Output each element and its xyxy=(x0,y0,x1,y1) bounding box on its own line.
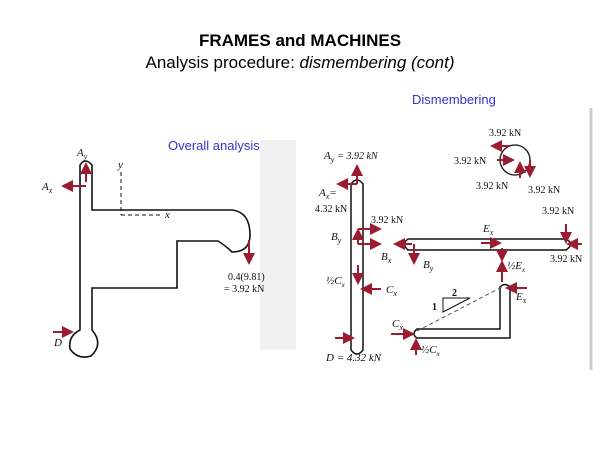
subtitle-italic: dismembering (cont) xyxy=(299,53,455,72)
by-left-label: By xyxy=(331,231,342,245)
ex-top-label: Ex xyxy=(482,223,494,237)
b-force-label: 3.92 kN xyxy=(371,215,403,226)
right-bottom-label: 3.92 kN xyxy=(550,254,582,265)
slope-run-label: 2 xyxy=(452,288,457,299)
by-right-label: By xyxy=(423,259,434,273)
cx-bottom-label: Cx xyxy=(392,318,403,332)
slide-subtitle: Analysis procedure: dismembering (cont) xyxy=(0,53,600,73)
ax-eq-label: Ax= xyxy=(318,187,337,201)
right-top-label: 3.92 kN xyxy=(542,206,574,217)
pulley-bottom-label: 3.92 kN xyxy=(476,181,508,192)
half-ex-label: ½Ex xyxy=(507,260,526,274)
ay-label: Ay xyxy=(76,147,88,161)
vertical-member xyxy=(350,179,364,355)
l-member xyxy=(413,283,511,339)
d-eq-label: D = 4.32 kN xyxy=(325,352,382,364)
ay-eq-label: Ay= 3.92 kN xyxy=(323,150,379,164)
subtitle-prefix: Analysis procedure: xyxy=(145,53,300,72)
slope-triangle xyxy=(442,297,471,313)
slope-rise-label: 1 xyxy=(432,302,437,313)
slide-title: FRAMES and MACHINES xyxy=(198,31,402,50)
axis-y-label: y xyxy=(117,159,123,171)
ex-right-label: Ex xyxy=(515,291,527,305)
slope-line xyxy=(416,286,503,332)
pulley-left-label: 3.92 kN xyxy=(454,156,486,167)
load-line2: = 3.92 kN xyxy=(224,284,264,295)
horizontal-member xyxy=(403,238,572,251)
axis-x-label: x xyxy=(164,209,170,221)
cx-left-label: Cx xyxy=(386,284,397,298)
scan-texture xyxy=(260,140,296,350)
half-cx-left-label: ½Cx xyxy=(326,275,346,289)
overall-analysis-label: Overall analysis xyxy=(168,138,260,153)
load-line1: 0.4(9.81) xyxy=(228,272,265,283)
frame-outline xyxy=(68,160,251,358)
ax-value: 4.32 kN xyxy=(315,204,347,215)
dismembering-label: Dismembering xyxy=(412,92,496,107)
pulley-top-label: 3.92 kN xyxy=(489,128,521,139)
d-label: D xyxy=(53,337,62,349)
ax-label: Ax xyxy=(41,181,53,195)
pulley-right-label: 3.92 kN xyxy=(528,185,560,196)
force-arrows xyxy=(335,140,582,355)
half-cx-bottom-label: ½Cx xyxy=(421,344,441,358)
dismembered-frame: Ay= 3.92 kN Ax= 4.32 kN 3.92 kN 3.92 kN … xyxy=(315,108,593,370)
bx-label: Bx xyxy=(381,251,392,265)
overall-frame: Ay Ax y x D 0.4(9.81) = 3.92 kN xyxy=(41,140,296,358)
